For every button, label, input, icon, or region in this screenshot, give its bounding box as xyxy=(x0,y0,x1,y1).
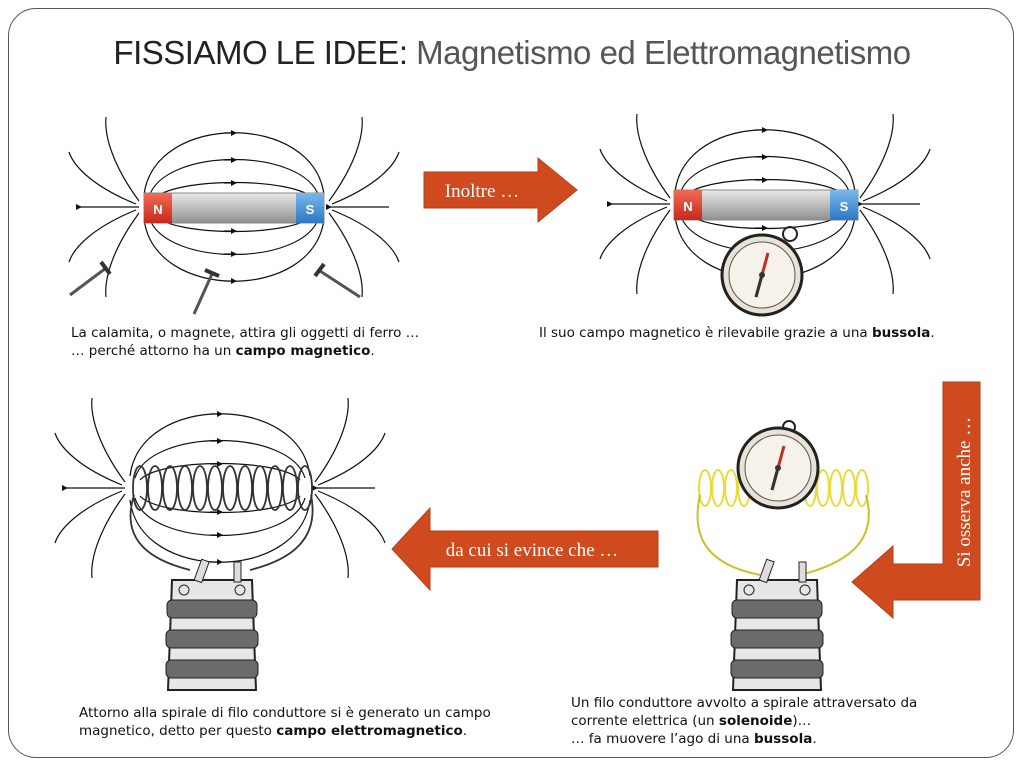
caption-text: )… xyxy=(792,713,812,729)
slide-frame xyxy=(8,8,1014,758)
compass-icon xyxy=(720,226,804,317)
solenoid-field-bottom-left xyxy=(55,398,385,691)
north-label-left: N xyxy=(153,202,162,217)
caption-bottom-left: Attorno alla spirale di filo conduttore … xyxy=(79,704,539,740)
solenoid-compass-bottom-right xyxy=(696,420,870,691)
caption-text: . xyxy=(930,325,935,341)
caption-text: . xyxy=(462,723,468,739)
caption-top-left: La calamita, o magnete, attira gli ogget… xyxy=(71,324,471,360)
coil-icon xyxy=(696,469,870,576)
caption-bold: solenoide xyxy=(718,713,793,729)
nail-icon xyxy=(69,260,112,297)
coil-icon xyxy=(129,465,314,571)
caption-text: Il suo campo magnetico è rilevabile graz… xyxy=(539,325,872,341)
caption-text: . xyxy=(812,731,817,747)
magnet-field-top-right: N S xyxy=(600,114,930,317)
arrow-si-osserva-label: Si osserva anche … xyxy=(954,417,975,567)
caption-text: … perché attorno ha un xyxy=(71,343,236,359)
battery-icon xyxy=(165,558,259,691)
south-pole-left xyxy=(296,193,324,223)
caption-bold: bussola xyxy=(753,731,813,747)
magnet-field-top-left: N S xyxy=(69,117,399,315)
caption-bottom-right: Un filo conduttore avvolto a spirale att… xyxy=(571,694,991,748)
arrow-inoltre-label: Inoltre … xyxy=(445,181,519,202)
caption-text: Attorno alla spirale di filo conduttore … xyxy=(79,705,491,721)
nail-icon xyxy=(192,268,220,315)
north-pole-left xyxy=(144,193,172,223)
nail-icon xyxy=(313,262,361,299)
title-part2: Magnetismo ed Elettromagnetismo xyxy=(407,34,911,71)
caption-text: magnetico, detto per questo xyxy=(79,723,277,739)
title-part1: FISSIAMO LE IDEE: xyxy=(113,34,408,71)
compass-icon xyxy=(736,420,820,510)
arrow-da-cui-label: da cui si evince che … xyxy=(446,540,619,561)
caption-text: Un filo conduttore avvolto a spirale att… xyxy=(571,695,918,711)
caption-top-right: Il suo campo magnetico è rilevabile graz… xyxy=(539,324,979,342)
battery-icon xyxy=(730,558,824,691)
arrow-inoltre: Inoltre … xyxy=(423,156,578,224)
north-label-right: N xyxy=(683,199,692,214)
magnet-bar-left xyxy=(143,192,325,224)
arrow-da-cui: da cui si evince che … xyxy=(391,506,659,592)
caption-top-left-line1: La calamita, o magnete, attira gli ogget… xyxy=(71,325,420,341)
caption-bold: campo elettromagnetico xyxy=(276,723,463,739)
south-label-left: S xyxy=(306,202,315,217)
caption-text: corrente elettrica (un xyxy=(571,713,719,729)
caption-bold: bussola xyxy=(871,325,931,341)
south-label-right: S xyxy=(840,199,849,214)
arrow-si-osserva: Si osserva anche … xyxy=(851,381,981,620)
caption-text: … fa muovere l’ago di una xyxy=(571,731,754,747)
caption-bold: campo magnetico xyxy=(235,343,371,359)
slide-title: FISSIAMO LE IDEE: Magnetismo ed Elettrom… xyxy=(0,34,1024,72)
caption-text: . xyxy=(370,343,375,359)
